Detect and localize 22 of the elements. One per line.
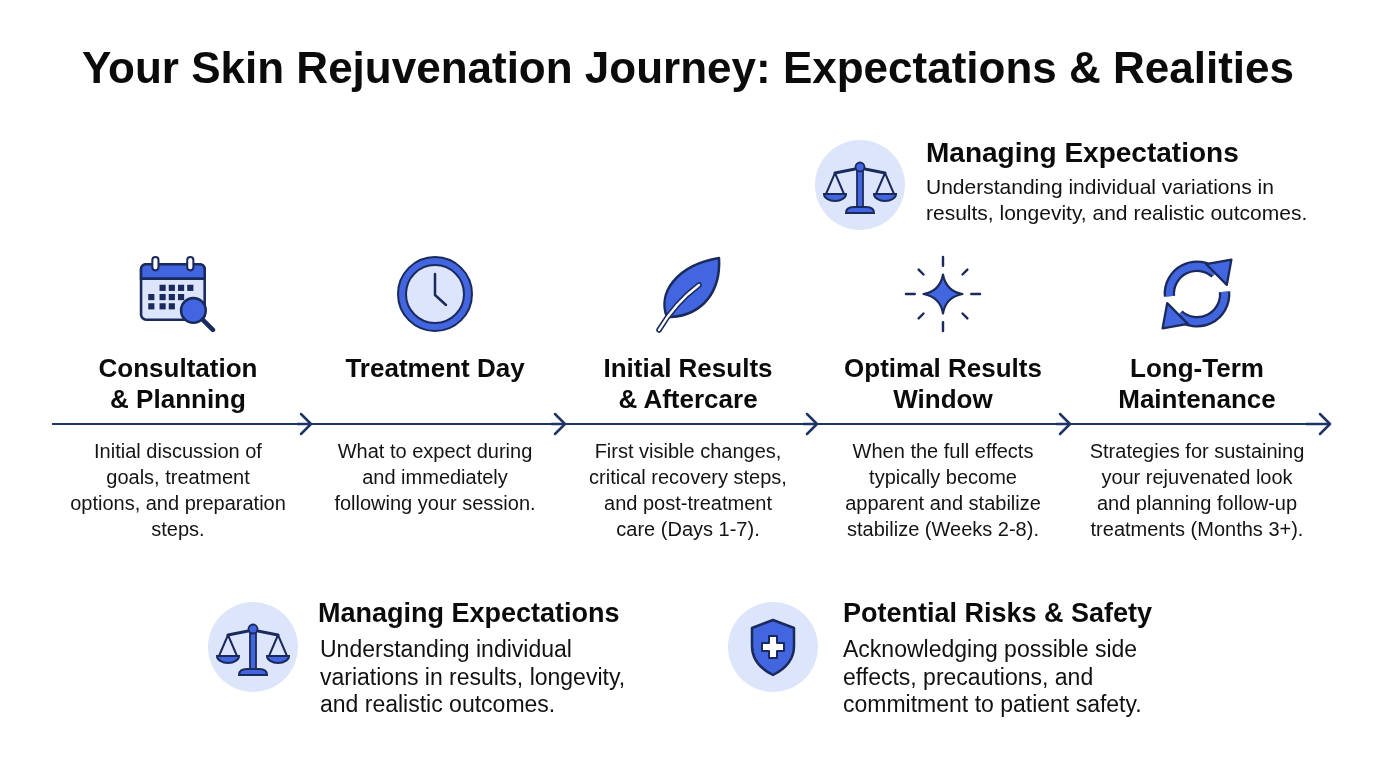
arrow	[803, 412, 819, 436]
stage-description: What to expect during and immediately following your session.	[333, 439, 537, 516]
callout-text: Understanding individual variations in results, longevity, and realistic outcomes.	[926, 174, 1309, 226]
callout-heading: Potential Risks & Safety	[843, 597, 1153, 629]
stage-description: When the full effects typically become apparent and stabilize stabilize (Weeks 2-8).	[844, 439, 1042, 542]
callout-text: Acknowledging possible side effects, precautions, and commitment to patient safety.	[843, 636, 1143, 719]
stage-heading: Long-Term Maintenance	[1117, 353, 1277, 415]
stage-heading: Optimal Results Window	[843, 353, 1043, 415]
stage-heading: Initial Results & Aftercare	[602, 353, 774, 415]
callout-heading: Managing Expectations	[926, 137, 1239, 169]
callout-heading: Managing Expectations	[318, 597, 620, 629]
callout-text: Understanding individual variations in results, longevity, and realistic outcomes.	[320, 636, 627, 719]
stage-description: First visible changes, critical recovery steps, and post-treatment care (Days 1-7).	[588, 439, 788, 542]
arrow	[297, 412, 313, 436]
stage-heading: Treatment Day	[344, 353, 526, 384]
title: Your Skin Rejuvenation Journey: Expectations & Realities	[82, 42, 1294, 94]
stage-description: Initial discussion of goals, treatment options, and preparation steps.	[69, 439, 287, 542]
arrow	[1306, 412, 1332, 436]
stage-description: Strategies for sustaining your rejuvenated look and planning follow-up treatments (Months 3+).	[1088, 439, 1306, 542]
arrow	[1056, 412, 1072, 436]
arrow	[551, 412, 567, 436]
stage-heading: Consultation & Planning	[97, 353, 259, 415]
